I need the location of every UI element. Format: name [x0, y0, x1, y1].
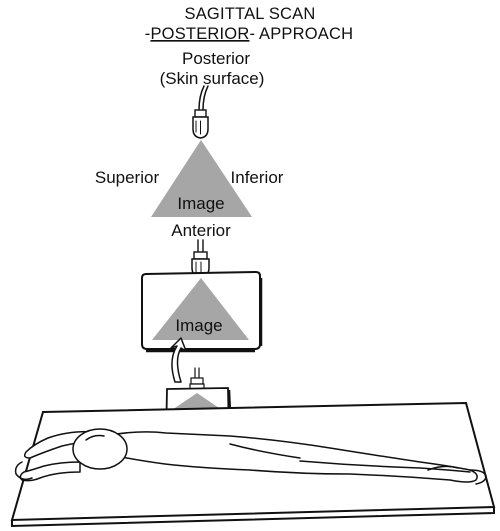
- curved-arrow-icon: [170, 337, 187, 383]
- image-triangle: [151, 140, 252, 217]
- patient-figure: [14, 428, 487, 485]
- skin-surface-label: (Skin surface): [160, 69, 265, 88]
- posterior-label: Posterior: [182, 49, 250, 68]
- anterior-label: Anterior: [171, 221, 231, 240]
- image-panel-label: Image: [175, 316, 222, 335]
- title-line-2: -POSTERIOR- APPROACH: [145, 25, 353, 43]
- ultrasound-transducer-icon: [192, 85, 209, 139]
- title-line-1: SAGITTAL SCAN: [185, 5, 316, 23]
- title-prefix: -: [145, 25, 151, 43]
- title-suffix: - APPROACH: [249, 25, 353, 43]
- image-panel: Image: [141, 270, 263, 353]
- image-panel-sector: [152, 278, 249, 340]
- ultrasound-transducer-icon: [191, 239, 210, 278]
- superior-label: Superior: [95, 168, 160, 187]
- inferior-label: Inferior: [231, 168, 284, 187]
- title-emphasis: POSTERIOR: [150, 25, 249, 43]
- ultrasound-transducer-icon: [189, 367, 205, 391]
- image-triangle-label: Image: [177, 194, 224, 213]
- diagram-title: SAGITTAL SCAN -POSTERIOR- APPROACH: [145, 5, 353, 43]
